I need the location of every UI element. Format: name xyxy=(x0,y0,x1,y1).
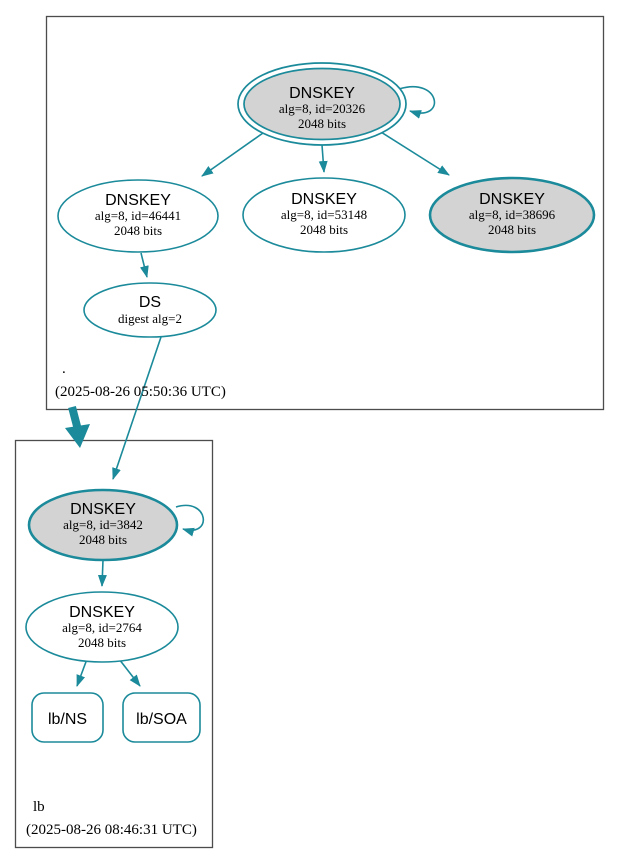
node-dnskey-3842: DNSKEY alg=8, id=3842 2048 bits xyxy=(27,488,179,562)
node-title: DNSKEY xyxy=(70,501,136,518)
edge-lb-zsk-to-soa xyxy=(118,658,141,687)
node-ds: DS digest alg=2 xyxy=(83,282,217,338)
node-detail-bits: 2048 bits xyxy=(79,532,127,547)
node-detail-alg: alg=8, id=20326 xyxy=(279,101,366,116)
node-dnskey-38696: DNSKEY alg=8, id=38696 2048 bits xyxy=(428,176,596,254)
edge-ksk-to-zsk-38696 xyxy=(380,131,450,176)
node-detail-alg: alg=8, id=53148 xyxy=(281,207,367,222)
edge-zone-delegation xyxy=(65,405,90,448)
node-detail-alg: alg=8, id=38696 xyxy=(469,207,556,222)
node-detail-bits: 2048 bits xyxy=(488,222,536,237)
node-title: DNSKEY xyxy=(289,85,355,102)
zone-box-root xyxy=(45,15,605,411)
node-detail-digest: digest alg=2 xyxy=(118,311,182,326)
node-detail-alg: alg=8, id=2764 xyxy=(62,620,142,635)
edge-ds-to-lb-ksk xyxy=(112,336,162,480)
node-detail-bits: 2048 bits xyxy=(300,222,348,237)
node-dnskey-2764: DNSKEY alg=8, id=2764 2048 bits xyxy=(25,591,179,663)
node-rrset-lb-ns-shape xyxy=(31,692,104,743)
edge-zone-delegation-head xyxy=(65,424,90,448)
node-detail-bits: 2048 bits xyxy=(78,635,126,650)
node-dnskey-46441: DNSKEY alg=8, id=46441 2048 bits xyxy=(57,179,219,253)
node-rrset-lb-ns: lb/NS xyxy=(31,692,104,743)
edge-lb-zsk-to-ns xyxy=(76,658,88,687)
zone-timestamp-lb: (2025-08-26 08:46:31 UTC) xyxy=(26,822,197,838)
node-detail-bits: 2048 bits xyxy=(114,223,162,238)
node-detail-alg: alg=8, id=3842 xyxy=(63,517,143,532)
node-dnskey-20326-inner-ring xyxy=(243,67,401,141)
edge-lb-ksk-to-zsk xyxy=(97,559,107,587)
node-rrset-label: lb/NS xyxy=(48,711,87,728)
node-detail-alg: alg=8, id=46441 xyxy=(95,208,181,223)
node-title: DS xyxy=(139,294,161,311)
node-title: DNSKEY xyxy=(69,604,135,621)
node-title: DNSKEY xyxy=(105,192,171,209)
zone-label-lb: lb xyxy=(33,799,45,815)
node-title: DNSKEY xyxy=(479,191,545,208)
zone-timestamp-root: (2025-08-26 05:50:36 UTC) xyxy=(55,384,226,400)
zone-label-root: . xyxy=(62,361,66,377)
edge-zsk-46441-to-ds xyxy=(139,252,149,278)
edge-lb-ksk-self-loop xyxy=(175,504,205,537)
edge-ksk-to-zsk-53148 xyxy=(318,144,328,173)
node-rrset-label: lb/SOA xyxy=(136,711,187,728)
node-detail-bits: 2048 bits xyxy=(298,116,346,131)
edge-ksk-self-loop xyxy=(398,86,436,119)
node-dnskey-46441-shape xyxy=(57,179,219,253)
node-dnskey-2764-shape xyxy=(25,591,179,663)
node-dnskey-53148-shape xyxy=(242,177,406,253)
node-title: DNSKEY xyxy=(291,191,357,208)
node-rrset-lb-soa-shape xyxy=(122,692,201,743)
node-rrset-lb-soa: lb/SOA xyxy=(122,692,201,743)
zone-box-lb xyxy=(14,439,214,849)
node-dnskey-53148: DNSKEY alg=8, id=53148 2048 bits xyxy=(242,177,406,253)
node-dnskey-20326: DNSKEY alg=8, id=20326 2048 bits xyxy=(237,62,407,146)
node-dnskey-3842-shape xyxy=(27,488,179,562)
edge-ksk-to-zsk-46441 xyxy=(201,132,264,177)
node-dnskey-38696-shape xyxy=(428,176,596,254)
node-ds-shape xyxy=(83,282,217,338)
